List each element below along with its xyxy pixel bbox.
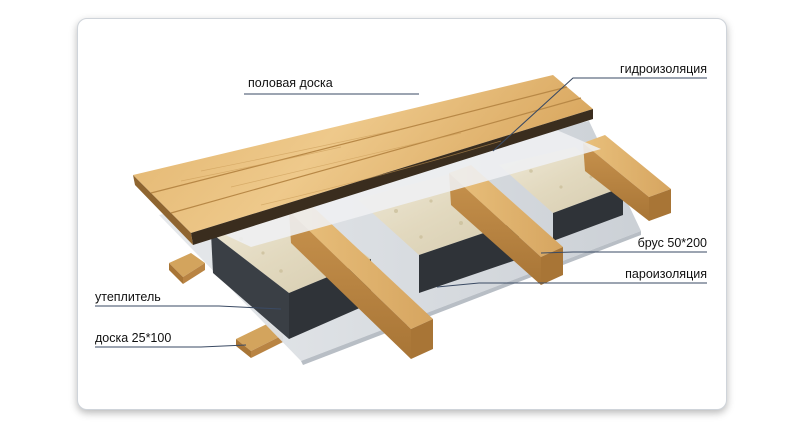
label-insulation: утеплитель (95, 290, 161, 304)
leader-beam (540, 251, 707, 254)
label-subfloor-board: доска 25*100 (95, 331, 171, 345)
leader-vapor-barrier (436, 282, 707, 288)
leader-insulation (95, 305, 282, 310)
floor-boards (133, 75, 593, 245)
floor-construction-diagram: половая доска гидроизоляция брус 50*200 … (95, 62, 707, 365)
floor-beams (289, 135, 671, 359)
waterproofing-membrane (187, 125, 601, 247)
leader-lines (95, 77, 707, 348)
leader-subfloor-board (95, 344, 247, 348)
label-beam: брус 50*200 (638, 236, 707, 250)
label-floor-board: половая доска (248, 76, 333, 90)
label-vapor-barrier: пароизоляция (625, 267, 707, 281)
leader-waterproofing (492, 77, 707, 152)
diagram-frame: половая доска гидроизоляция брус 50*200 … (77, 18, 727, 410)
label-waterproofing: гидроизоляция (620, 62, 707, 76)
